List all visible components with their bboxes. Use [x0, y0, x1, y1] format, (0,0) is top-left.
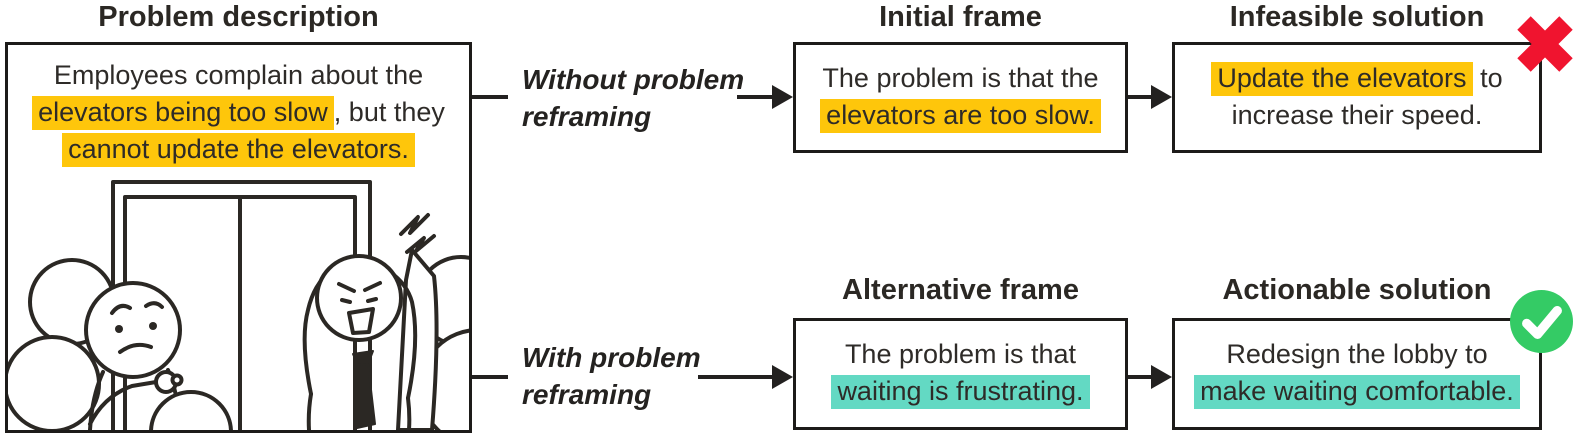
- highlighted-phrase: waiting is frustrating.: [831, 375, 1090, 409]
- necktie: [352, 350, 376, 429]
- anger-mark-icon: [399, 213, 436, 254]
- actionable-solution-text: Redesign the lobby to make waiting comfo…: [1175, 336, 1539, 410]
- highlighted-phrase: elevators being too slow: [32, 96, 334, 130]
- initial-frame-box: The problem is that the elevators are to…: [793, 42, 1128, 153]
- highlighted-phrase: elevators are too slow.: [820, 99, 1101, 133]
- arrowhead-to-alternative-frame: [772, 365, 793, 389]
- connector-initial-to-infeasible: [1128, 95, 1154, 99]
- with-reframing-label: With problem reframing: [508, 323, 701, 428]
- alternative-frame-box: The problem is that waiting is frustrati…: [793, 318, 1128, 430]
- arrowhead-to-infeasible: [1151, 85, 1172, 109]
- infeasible-solution-text: Update the elevators to increase their s…: [1175, 60, 1539, 134]
- alternative-frame-text: The problem is that waiting is frustrati…: [796, 336, 1125, 410]
- red-cross-icon: [1517, 16, 1573, 72]
- infeasible-solution-box: Update the elevators to increase their s…: [1172, 42, 1542, 153]
- actionable-solution-heading: Actionable solution: [1222, 274, 1492, 306]
- initial-frame-text: The problem is that the elevators are to…: [796, 60, 1125, 134]
- actionable-solution-box: Redesign the lobby to make waiting comfo…: [1172, 318, 1542, 430]
- arrowhead-to-initial-frame: [772, 85, 793, 109]
- infeasible-solution-heading: Infeasible solution: [1229, 1, 1485, 33]
- highlighted-phrase: make waiting comfortable.: [1194, 375, 1520, 409]
- highlighted-phrase: cannot update the elevators.: [62, 133, 415, 167]
- problem-description-text: Employees complain about the elevators b…: [8, 57, 469, 168]
- angry-person: [302, 254, 418, 430]
- arrowhead-to-actionable: [1151, 365, 1172, 389]
- problem-description-box: Employees complain about the elevators b…: [5, 42, 472, 433]
- annoyed-person: [84, 281, 184, 430]
- initial-frame-heading: Initial frame: [879, 1, 1042, 33]
- alternative-frame-heading: Alternative frame: [842, 274, 1079, 306]
- without-reframing-label: Without problem reframing: [508, 45, 744, 150]
- raised-arm: [396, 248, 439, 430]
- waiting-crowd-illustration: [8, 180, 469, 430]
- connector-alternative-to-actionable: [1128, 375, 1154, 379]
- highlighted-phrase: Update the elevators: [1211, 62, 1473, 96]
- crowd-head-front: [149, 390, 233, 430]
- green-check-icon: [1510, 290, 1573, 353]
- problem-description-heading: Problem description: [98, 1, 379, 33]
